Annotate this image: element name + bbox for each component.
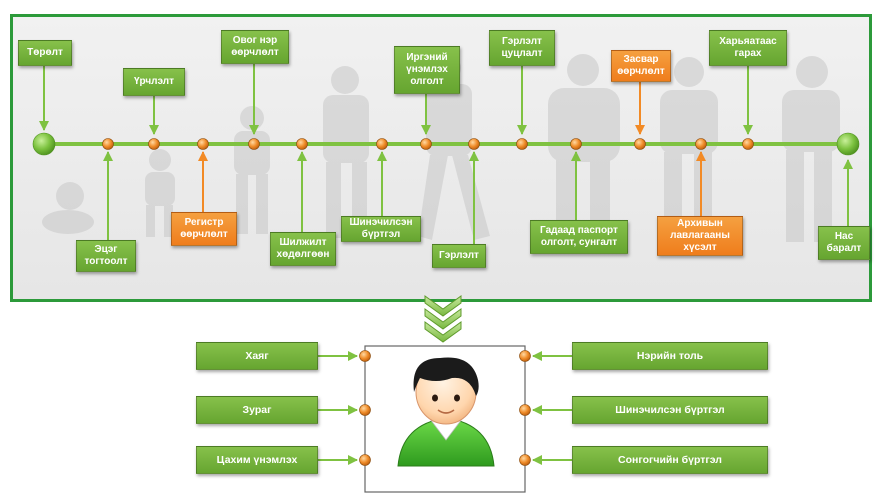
event-connectors [39, 64, 853, 244]
user-avatar-icon [397, 357, 495, 467]
timeline-node [148, 138, 160, 150]
timeline-node [248, 138, 260, 150]
timeline-node [296, 138, 308, 150]
event-birth: Төрөлт [18, 40, 72, 66]
record-re-registration: Шинэчилсэн бүртгэл [572, 396, 768, 424]
timeline-node [695, 138, 707, 150]
toddler-figure [145, 149, 175, 237]
timeline-node [376, 138, 388, 150]
event-paternity: Эцэг тогтоолт [76, 240, 136, 272]
timeline-node [197, 138, 209, 150]
record-photo: Зураг [196, 396, 318, 424]
birth-node [32, 132, 56, 156]
timeline-node [516, 138, 528, 150]
timeline-node [570, 138, 582, 150]
teen-figure [323, 66, 369, 238]
timeline-node [742, 138, 754, 150]
record-address: Хаяг [196, 342, 318, 370]
event-register-change: Регистр өөрчлөлт [171, 212, 237, 246]
record-voter-registration: Сонгогчийн бүртгэл [572, 446, 768, 474]
event-citizenship-renunciation: Харьяатаас гарах [709, 30, 787, 66]
schoolboy-figure [234, 106, 270, 234]
timeline-node [420, 138, 432, 150]
event-migration: Шилжилт хөдөлгөөн [270, 232, 336, 266]
card-corner-nodes [359, 350, 531, 466]
event-divorce: Гэрлэлт цуцлалт [489, 30, 555, 66]
event-re-registration: Шинэчилсэн бүртгэл [341, 216, 421, 242]
death-node [836, 132, 860, 156]
record-name-dictionary: Нэрийн толь [572, 342, 768, 370]
event-death: Нас баралт [818, 226, 870, 260]
timeline-nodes [32, 132, 860, 156]
event-id-card-issue: Иргэний үнэмлэх олголт [394, 46, 460, 94]
elderly-man-figure [782, 56, 840, 242]
timeline-node [468, 138, 480, 150]
record-electronic-id: Цахим үнэмлэх [196, 446, 318, 474]
event-name-change: Овог нэр өөрчлөлт [221, 30, 289, 64]
event-passport-issue: Гадаад паспорт олголт, сунгалт [530, 220, 628, 254]
event-archive-request: Архивын лавлагааны хүсэлт [657, 216, 743, 256]
chevron-down-icon [424, 295, 462, 343]
event-adoption: Үрчлэлт [123, 68, 185, 96]
baby-figure [42, 182, 94, 234]
record-connectors [318, 351, 572, 465]
event-marriage: Гэрлэлт [432, 244, 486, 268]
timeline-node [634, 138, 646, 150]
middle-aged-man-figure [660, 57, 718, 238]
event-amendment: Засвар өөрчлөлт [611, 50, 671, 82]
timeline-node [102, 138, 114, 150]
